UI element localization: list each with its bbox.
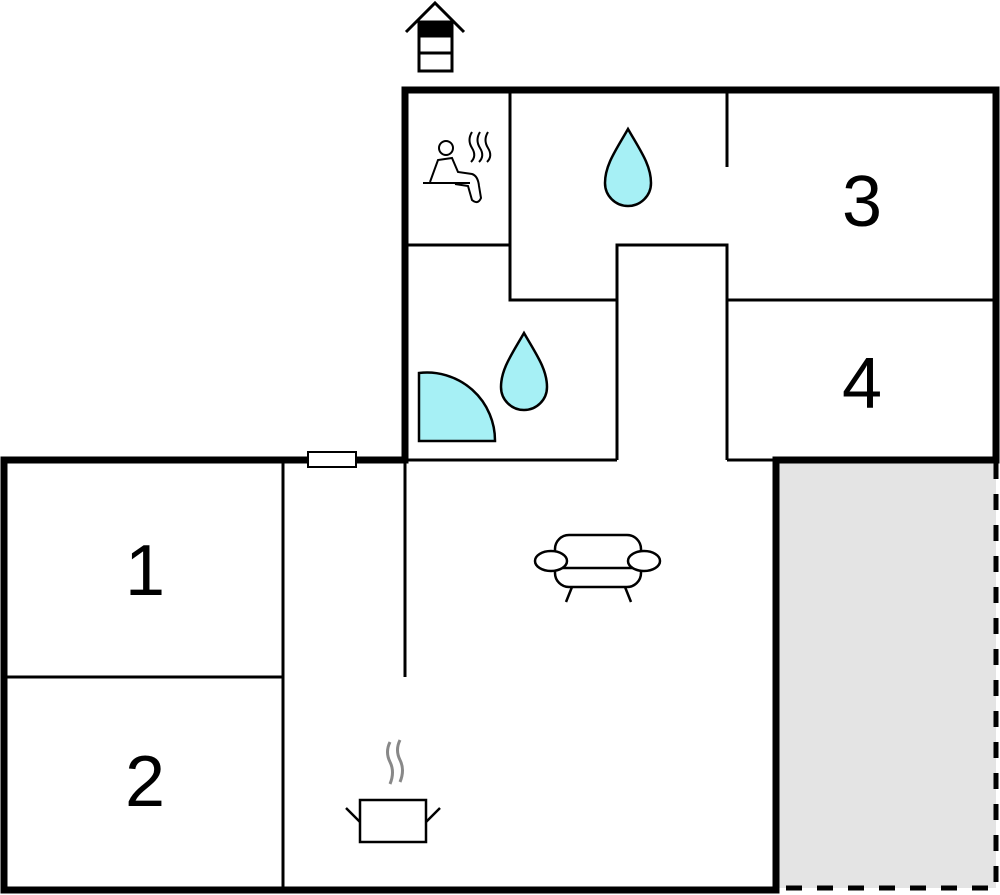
shower-icon	[417, 371, 497, 443]
cooking-pot-icon	[345, 739, 441, 844]
sauna-icon	[423, 131, 492, 204]
terrace-dashed-border	[786, 463, 999, 891]
water-drop-icon	[499, 330, 549, 412]
room-label-4: 4	[842, 344, 882, 424]
interior-walls	[4, 90, 996, 890]
entrance-icon	[404, 0, 466, 73]
water-drop-icon	[603, 126, 653, 208]
room-label-1: 1	[125, 531, 165, 611]
room-label-2: 2	[125, 742, 165, 822]
sofa-icon	[533, 533, 662, 603]
terrace-area	[779, 463, 996, 888]
room-label-3: 3	[842, 162, 882, 242]
window	[307, 451, 357, 468]
